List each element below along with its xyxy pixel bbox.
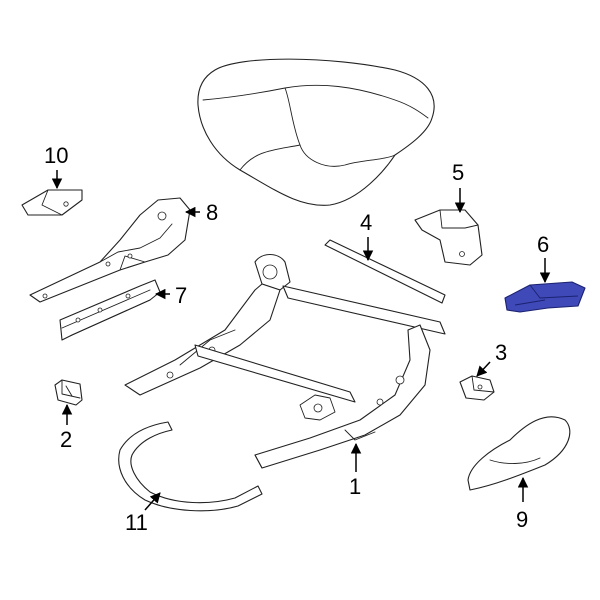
callout-9[interactable]: 9 [516, 507, 528, 532]
callout-10[interactable]: 10 [44, 143, 68, 168]
part-11-wire[interactable] [118, 421, 263, 512]
callout-5[interactable]: 5 [452, 160, 464, 185]
part-5-bracket[interactable] [414, 209, 483, 266]
callout-1[interactable]: 1 [349, 474, 361, 499]
callout-3-line [476, 361, 491, 377]
callout-7[interactable]: 7 [175, 283, 187, 308]
callout-11[interactable]: 11 [125, 510, 148, 535]
callout-4[interactable]: 4 [360, 210, 372, 235]
seat-cushion[interactable] [197, 58, 435, 206]
callout-2[interactable]: 2 [60, 427, 72, 452]
part-10-bracket[interactable] [21, 189, 83, 216]
callout-3[interactable]: 3 [495, 340, 507, 365]
callout-6[interactable]: 6 [537, 232, 549, 257]
part-9-side-cover[interactable] [467, 416, 571, 491]
part-4-rod[interactable] [324, 239, 446, 304]
callout-8[interactable]: 8 [206, 200, 218, 225]
callout-11-line [144, 492, 161, 511]
part-7-seat-rail[interactable] [59, 279, 161, 341]
part-6-highlighted-bracket[interactable] [504, 281, 586, 313]
part-2-clip[interactable] [54, 379, 83, 406]
part-1-seat-frame[interactable] [124, 253, 446, 469]
part-3-clip[interactable] [459, 375, 495, 401]
